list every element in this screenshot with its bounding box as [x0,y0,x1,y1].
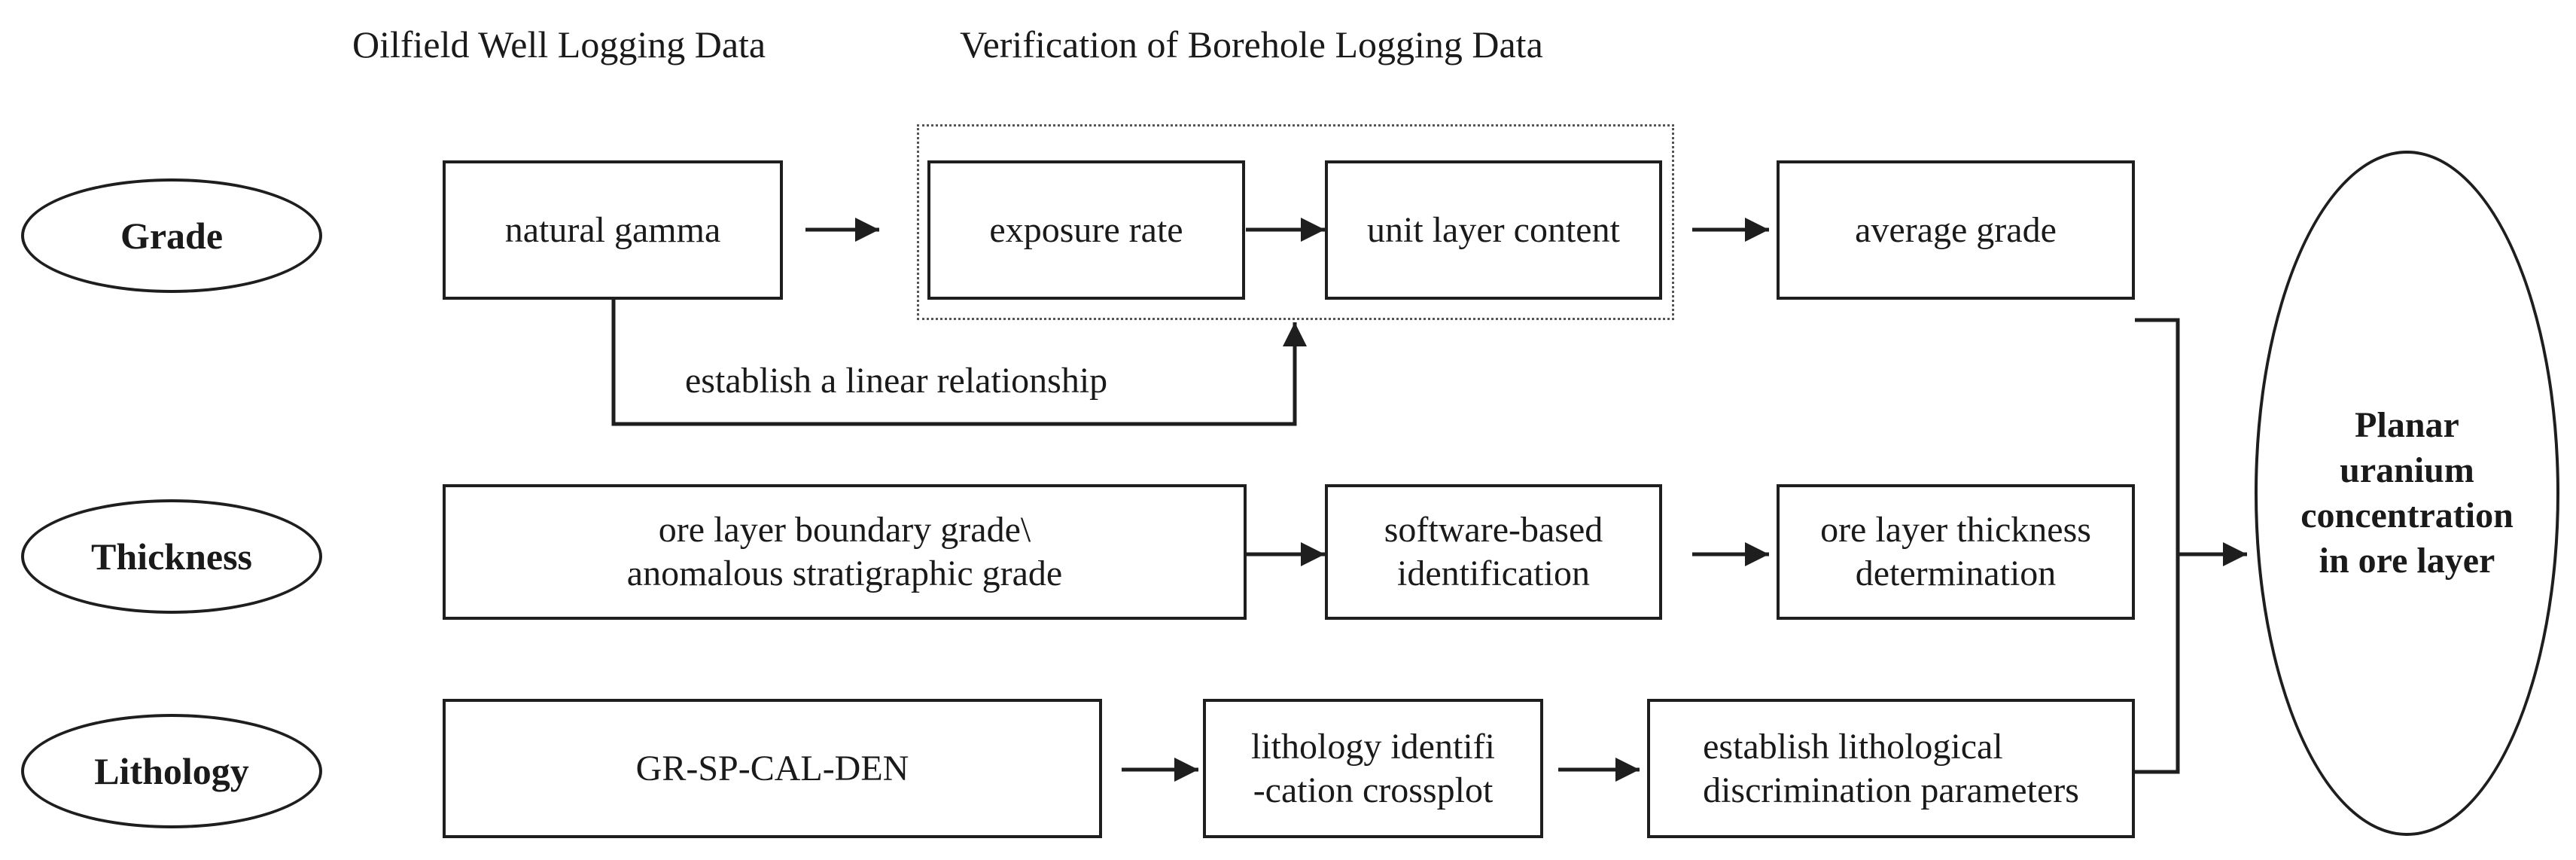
lithology-crossplot-line2: -cation crossplot [1253,770,1494,810]
merge-bracket [2135,318,2180,774]
thickness-determination-line1: ore layer thickness [1820,510,2091,550]
lithology-crossplot-box: lithology identifi -cation crossplot [1203,699,1543,838]
result-uranium-concentration-oval: Planar uranium concentration in ore laye… [2255,151,2559,836]
discrimination-parameters-box: establish lithological discrimination pa… [1647,699,2135,838]
software-identification-line2: identification [1397,554,1590,593]
boundary-grade-line2: anomalous stratigraphic grade [626,554,1063,593]
discrimination-parameters-line2: discrimination parameters [1703,770,2079,810]
lithology-crossplot-line1: lithology identifi [1251,726,1495,767]
unit-layer-content-label: unit layer content [1367,209,1620,250]
average-grade-box: average grade [1777,160,2135,300]
category-grade-oval: Grade [21,178,322,293]
exposure-rate-box: exposure rate [927,160,1245,300]
log-curves-box: GR-SP-CAL-DEN [443,699,1102,838]
unit-layer-content-box: unit layer content [1325,160,1662,300]
verification-group-frame [917,124,1674,320]
software-identification-line1: software-based [1384,510,1603,550]
category-lithology-label: Lithology [94,750,249,792]
software-identification-box: software-based identification [1325,484,1662,620]
category-thickness-oval: Thickness [21,499,322,614]
log-curves-label: GR-SP-CAL-DEN [635,748,909,788]
linear-relationship-connector [611,300,1307,426]
category-thickness-label: Thickness [91,535,252,578]
boundary-grade-line1: ore layer boundary grade\ [658,510,1031,550]
natural-gamma-label: natural gamma [504,209,721,250]
discrimination-parameters-line1: establish lithological [1703,726,2003,767]
exposure-rate-label: exposure rate [989,209,1183,250]
boundary-grade-box: ore layer boundary grade\ anomalous stra… [443,484,1247,620]
category-grade-label: Grade [120,215,224,257]
header-borehole-verification: Verification of Borehole Logging Data [960,23,1543,66]
natural-gamma-box: natural gamma [443,160,783,300]
thickness-determination-line2: determination [1855,554,2057,593]
average-grade-label: average grade [1855,209,2057,250]
result-line3: concentration [2300,496,2514,535]
linear-relationship-label: establish a linear relationship [685,361,1108,401]
result-line2: uranium [2340,450,2474,490]
category-lithology-oval: Lithology [21,714,322,828]
thickness-determination-box: ore layer thickness determination [1777,484,2135,620]
result-line1: Planar [2355,405,2459,445]
header-oilfield-logging: Oilfield Well Logging Data [352,23,766,66]
result-line4: in ore layer [2319,541,2495,581]
